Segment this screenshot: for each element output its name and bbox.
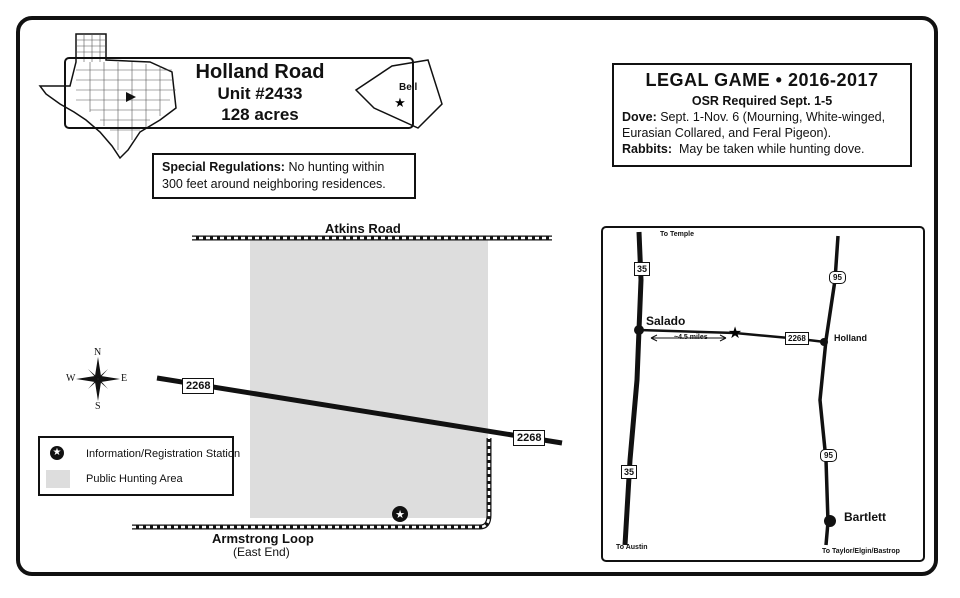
compass-rose-icon: [76, 357, 120, 401]
fm-2268-shield-left: 2268: [182, 378, 215, 394]
legend-station-label: Information/Registration Station: [86, 448, 241, 460]
fm-2268-road: [156, 375, 563, 446]
fm2268-inset-shield: 2268: [785, 332, 809, 345]
county-star-icon: ★: [394, 96, 406, 111]
compass-south: S: [95, 401, 101, 412]
compass-west: W: [66, 373, 76, 384]
to-austin-label: To Austin: [616, 544, 648, 551]
svg-text:★: ★: [728, 323, 742, 342]
rabbits-label: Rabbits:: [622, 142, 672, 156]
unit-number: Unit #2433: [217, 84, 303, 103]
rabbits-text: May be taken while hunting dove.: [678, 142, 865, 156]
public-hunting-area: [250, 239, 488, 518]
dove-text: Sept. 1-Nov. 6 (Mourning, White-winged, …: [622, 110, 886, 140]
compass-north: N: [94, 347, 102, 358]
map-frame: [16, 16, 938, 576]
i35-shield-bottom: 35: [621, 465, 638, 479]
osr-text: OSR Required Sept. 1-5: [691, 94, 833, 108]
distance-label: ~4.5 miles: [674, 334, 708, 341]
to-temple-label: To Temple: [660, 231, 694, 238]
bell-county-outline: [354, 59, 443, 129]
legend-area-swatch: [46, 470, 70, 488]
special-regulations-text: No hunting within 300 feet around neighb…: [162, 160, 386, 191]
sh95-shield-top: 95: [829, 271, 846, 284]
i35-shield-top: 35: [634, 262, 651, 276]
registration-station-icon: ★: [392, 506, 408, 522]
county-label: Bell: [399, 82, 418, 93]
legend-station-icon: ★: [50, 446, 64, 460]
legal-game-box: LEGAL GAME • 2016-2017 OSR Required Sept…: [612, 63, 912, 167]
dove-row: Dove: Sept. 1-Nov. 6 (Mourning, White-wi…: [614, 109, 910, 141]
special-regulations-label: Special Regulations:: [162, 160, 285, 174]
title-box: [64, 57, 414, 129]
armstrong-loop-label: Armstrong Loop: [212, 531, 314, 546]
special-regulations-box: Special Regulations: No hunting within 3…: [152, 153, 416, 199]
unit-name: Holland Road: [195, 61, 325, 83]
legend-box: ★ Information/Registration Station Publi…: [38, 436, 240, 496]
unit-title: Holland Road Unit #2433 128 acres: [120, 62, 400, 125]
sh95-shield-bottom: 95: [820, 449, 837, 462]
rabbits-row: Rabbits: May be taken while hunting dove…: [614, 141, 910, 157]
compass-east: E: [121, 373, 128, 384]
salado-label: Salado: [646, 314, 686, 328]
armstrong-loop: [132, 438, 492, 530]
legend-area-label: Public Hunting Area: [86, 473, 183, 485]
armstrong-loop-sublabel: (East End): [233, 545, 290, 559]
unit-acres: 128 acres: [221, 105, 299, 124]
fm-2268-shield-right: 2268: [513, 430, 546, 446]
dove-label: Dove:: [622, 110, 657, 124]
legal-game-heading: LEGAL GAME • 2016-2017: [645, 70, 879, 90]
svg-text:★: ★: [395, 508, 405, 521]
atkins-road-label: Atkins Road: [325, 221, 401, 236]
inset-map-box: [601, 226, 925, 562]
holland-label: Holland: [834, 333, 867, 343]
to-taylor-label: To Taylor/Elgin/Bastrop: [822, 548, 900, 555]
bartlett-label: Bartlett: [844, 510, 887, 524]
